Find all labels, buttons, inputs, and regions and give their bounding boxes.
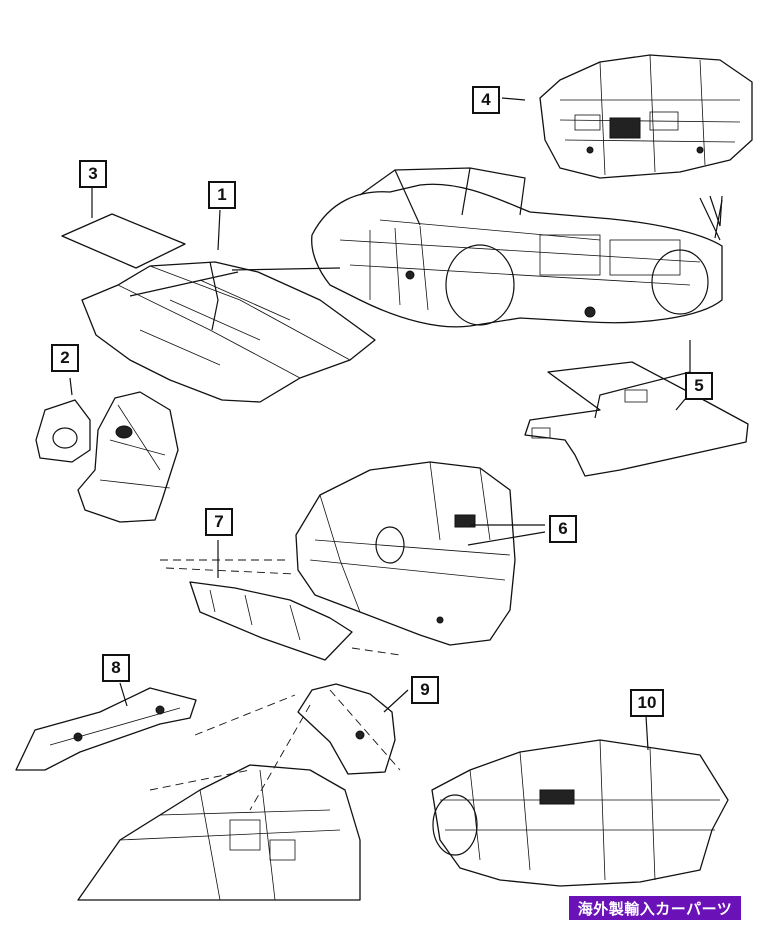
callout-1: 1 xyxy=(208,181,236,209)
rear-body-section xyxy=(77,764,361,901)
callout-3: 3 xyxy=(79,160,107,188)
callout-6: 6 xyxy=(549,515,577,543)
callout-5: 5 xyxy=(685,372,713,400)
part-7-trunk-liner xyxy=(189,581,353,661)
callout-7: 7 xyxy=(205,508,233,536)
part-6-trunk xyxy=(295,461,516,646)
part-8-quarter-trim xyxy=(15,687,197,771)
callout-9: 9 xyxy=(411,676,439,704)
part-2-wheelhouse xyxy=(35,391,179,523)
part-9-quarter-cover xyxy=(297,683,396,775)
callout-4: 4 xyxy=(472,86,500,114)
part-10-rear-body xyxy=(431,739,729,887)
callout-10: 10 xyxy=(630,689,664,717)
leader-lines xyxy=(69,97,723,751)
part-1-floor-carpet xyxy=(81,261,376,403)
callout-2: 2 xyxy=(51,344,79,372)
part-5-mat xyxy=(524,361,749,477)
convertible-car-body xyxy=(311,167,723,328)
part-4-rear-panel xyxy=(539,54,753,179)
watermark-banner: 海外製輸入カーパーツ xyxy=(569,896,741,920)
dashed-guides xyxy=(149,559,401,811)
part-3-pad xyxy=(61,213,186,269)
callout-8: 8 xyxy=(102,654,130,682)
